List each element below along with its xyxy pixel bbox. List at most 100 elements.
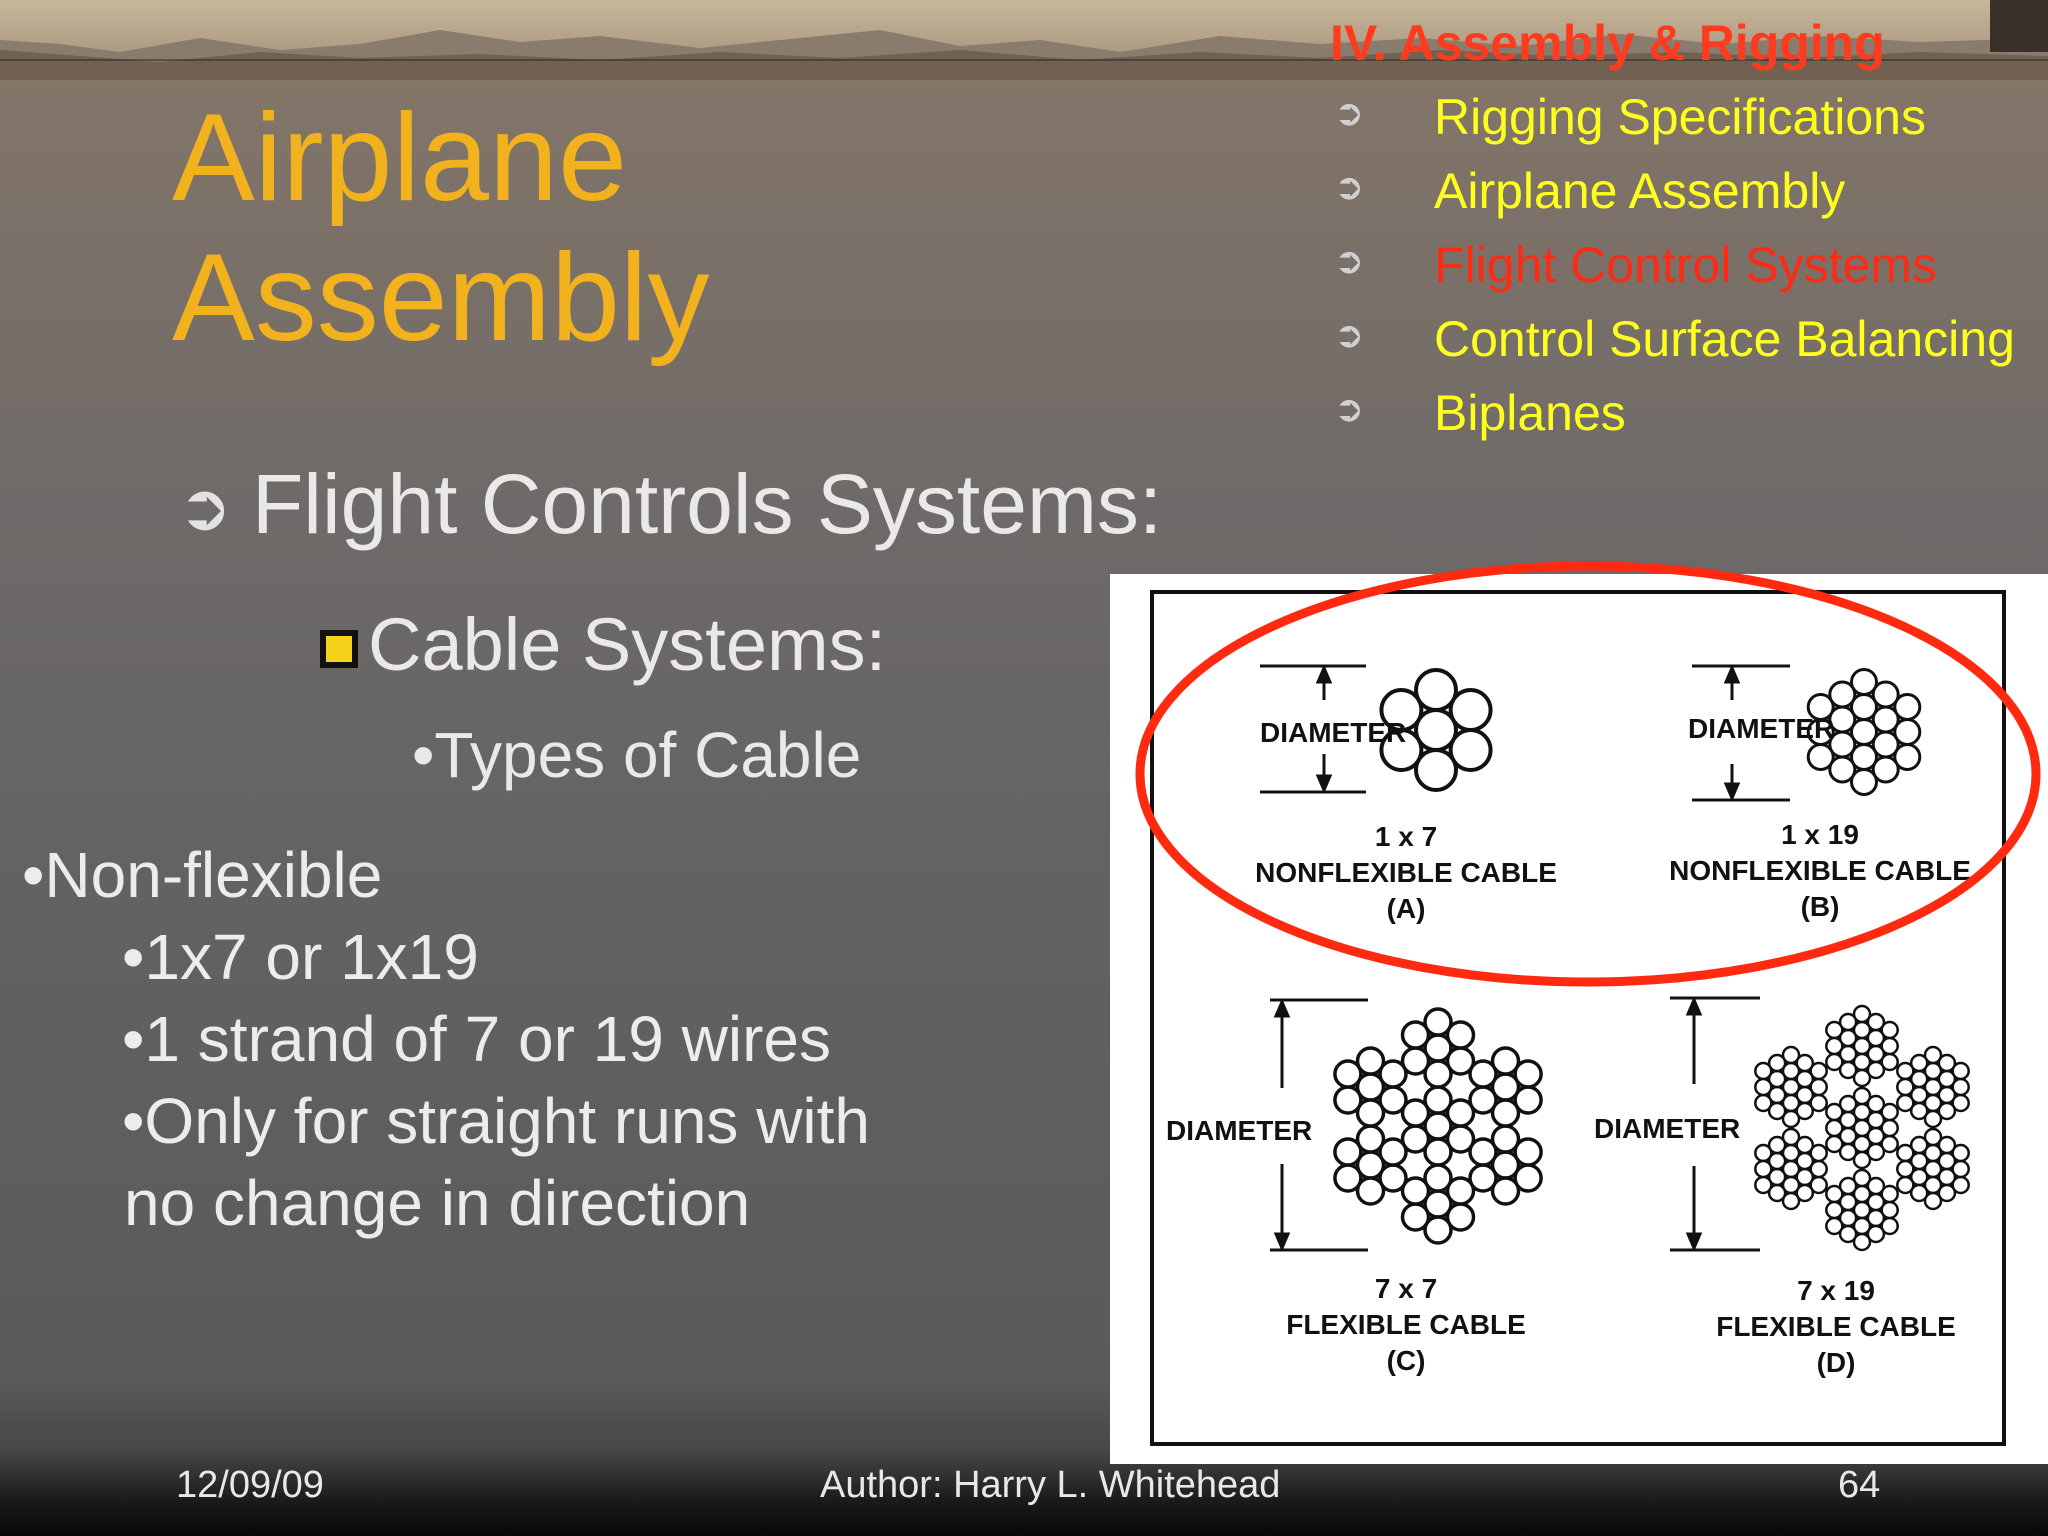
- wire-circle: [1852, 1068, 1872, 1088]
- panel-a-letter: (A): [1387, 893, 1426, 924]
- toc-arrow-icon: ➲: [1334, 240, 1365, 281]
- bullet-1x7-or-1x19: •1x7 or 1x19: [122, 921, 479, 993]
- panel-b-size: 1 x 19: [1781, 819, 1859, 850]
- heading-arrow-icon: ➲: [178, 471, 232, 543]
- toc-heading: IV. Assembly & Rigging: [1330, 15, 1885, 71]
- wire-circle: [1838, 1176, 1858, 1196]
- bullet-straight-runs: •Only for straight runs with: [122, 1085, 870, 1157]
- wire-circle: [1828, 755, 1857, 784]
- wire-circle: [1423, 1163, 1453, 1193]
- toc-arrow-icon: ➲: [1334, 166, 1365, 207]
- wire-circle: [1378, 1137, 1408, 1167]
- wire-circle: [1852, 1004, 1872, 1024]
- wire-circle: [1781, 1191, 1801, 1211]
- slide-title-line1: Airplane: [172, 89, 627, 227]
- toc-item-control-surface-balancing[interactable]: Control Surface Balancing: [1434, 311, 2015, 367]
- wire-circle: [1852, 1232, 1872, 1252]
- footer-page-number: 64: [1838, 1464, 1881, 1506]
- wire-circle: [1852, 1150, 1872, 1170]
- wire-circle: [1795, 1183, 1815, 1203]
- bullet-strand-count: •1 strand of 7 or 19 wires: [122, 1003, 831, 1075]
- wire-circle: [1880, 1036, 1899, 1056]
- panel-c-diameter-label: DIAMETER: [1166, 1115, 1312, 1146]
- wire-circle: [1880, 1200, 1899, 1220]
- panel-b-letter: (B): [1801, 891, 1840, 922]
- wire-circle: [1445, 1176, 1476, 1206]
- wire-circle: [1880, 1118, 1899, 1138]
- wire-circle: [1400, 1202, 1431, 1232]
- wire-circle: [1866, 1176, 1886, 1196]
- wire-circle: [1423, 1059, 1453, 1089]
- wire-circle: [1951, 1143, 1970, 1163]
- panel-d-size: 7 x 19: [1797, 1275, 1875, 1306]
- wire-circle: [1754, 1077, 1773, 1097]
- wire-circle: [1809, 1077, 1828, 1097]
- wire-circle: [1400, 1176, 1431, 1206]
- wire-circle: [1866, 1142, 1886, 1162]
- wire-circle: [1871, 680, 1900, 709]
- wire-circle: [1781, 1045, 1801, 1065]
- slide-title-line2: Assembly: [172, 229, 710, 367]
- panel-d-diameter-label: DIAMETER: [1594, 1113, 1740, 1144]
- wire-circle: [1866, 1224, 1886, 1244]
- wire-circle: [1355, 1046, 1386, 1076]
- toc-item-flight-control-systems[interactable]: Flight Control Systems: [1434, 237, 1937, 293]
- cable-types-figure: DIAMETER 1 x 7 NONFLEXIBLE CABLE (A) DIA…: [1110, 574, 2048, 1464]
- wire-circle: [1333, 1137, 1363, 1167]
- footer-author: Author: Harry L. Whitehead: [820, 1464, 1281, 1506]
- wire-circle: [1825, 1036, 1844, 1056]
- wire-circle: [1880, 1102, 1899, 1122]
- panel-c-letter: (C): [1387, 1345, 1426, 1376]
- wire-circle: [1445, 1020, 1476, 1050]
- wire-circle: [1513, 1137, 1543, 1167]
- wire-circle: [1880, 1184, 1899, 1204]
- panel-d-diameter-marker: [1670, 996, 1760, 1252]
- wire-circle: [1852, 1086, 1872, 1106]
- banner-landscape-image: [0, 0, 2048, 80]
- wire-circle: [1445, 1098, 1476, 1128]
- toc-arrow-icon: ➲: [1334, 92, 1365, 133]
- wire-circle: [1838, 1060, 1858, 1080]
- toc-item-airplane-assembly[interactable]: Airplane Assembly: [1434, 163, 1846, 219]
- square-bullet-icon: [320, 630, 358, 668]
- panel-a-type: NONFLEXIBLE CABLE: [1255, 857, 1557, 888]
- bullet-no-change-direction: no change in direction: [124, 1167, 751, 1239]
- wire-circle: [1378, 1059, 1408, 1089]
- wire-circle: [1333, 1085, 1363, 1115]
- wire-circle: [1423, 1215, 1453, 1245]
- wire-circle: [1400, 1020, 1431, 1050]
- wire-circle: [1896, 1077, 1915, 1097]
- panel-b-diameter-label: DIAMETER: [1688, 713, 1834, 744]
- wire-circle: [1795, 1135, 1815, 1155]
- wire-circle: [1809, 1159, 1828, 1179]
- wire-circle: [1937, 1135, 1957, 1155]
- wire-circle: [1400, 1098, 1431, 1128]
- wire-circle: [1871, 755, 1900, 784]
- wire-circle: [1333, 1059, 1363, 1089]
- subheading: Cable Systems:: [368, 603, 887, 686]
- wire-circle: [1951, 1077, 1970, 1097]
- wire-circle: [1795, 1101, 1815, 1121]
- panel-c-type: FLEXIBLE CABLE: [1286, 1309, 1526, 1340]
- cable-7x19-cross-section: [1754, 1004, 1970, 1252]
- cable-diagram: DIAMETER 1 x 7 NONFLEXIBLE CABLE (A) DIA…: [1150, 590, 2006, 1446]
- wire-circle: [1355, 1098, 1386, 1128]
- toc-item-biplanes[interactable]: Biplanes: [1434, 385, 1626, 441]
- sub-subheading: •Types of Cable: [412, 719, 862, 791]
- wire-circle: [1781, 1109, 1801, 1129]
- wire-circle: [1937, 1183, 1957, 1203]
- cable-7x7-cross-section: [1333, 1007, 1543, 1245]
- wire-circle: [1866, 1094, 1886, 1114]
- wire-circle: [1767, 1053, 1787, 1073]
- wire-circle: [1909, 1135, 1929, 1155]
- wire-circle: [1909, 1053, 1929, 1073]
- wire-circle: [1333, 1163, 1363, 1193]
- wire-circle: [1937, 1053, 1957, 1073]
- toc-item-rigging-specifications[interactable]: Rigging Specifications: [1434, 89, 1926, 145]
- wire-circle: [1838, 1142, 1858, 1162]
- wire-circle: [1754, 1159, 1773, 1179]
- panel-d-type: FLEXIBLE CABLE: [1716, 1311, 1956, 1342]
- wire-circle: [1838, 1224, 1858, 1244]
- wire-circle: [1795, 1053, 1815, 1073]
- wire-circle: [1809, 1061, 1828, 1081]
